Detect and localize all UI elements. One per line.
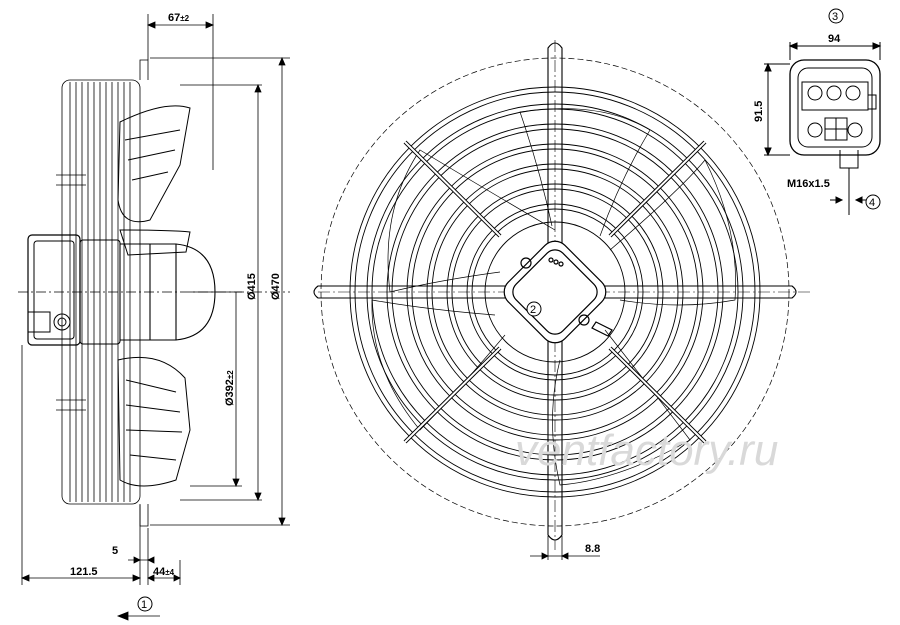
motor-terminal-box-side bbox=[27, 234, 81, 346]
callout-4: 4 bbox=[869, 197, 875, 209]
guard-spokes bbox=[313, 42, 797, 541]
dim-8-8-label: 8.8 bbox=[585, 543, 600, 555]
dim-44-label: 44±4 bbox=[153, 566, 175, 578]
callout-3: 3 bbox=[832, 11, 838, 23]
side-dimension-lines bbox=[20, 14, 290, 621]
dim-470-label: Ø470 bbox=[270, 273, 282, 300]
dim-121-5-label: 121.5 bbox=[70, 566, 98, 578]
dim-91-5-label: 91.5 bbox=[753, 101, 765, 122]
cable-gland-label: M16x1.5 bbox=[787, 178, 830, 190]
callout-2: 2 bbox=[530, 304, 536, 316]
guard-side-profile bbox=[56, 59, 149, 527]
dim-5-label: 5 bbox=[112, 545, 118, 557]
front-view bbox=[313, 40, 812, 560]
blade-profiles-side bbox=[117, 105, 191, 487]
dim-8-8-lines bbox=[530, 536, 600, 560]
dim-415-label: Ø415 bbox=[246, 273, 258, 300]
callout-1: 1 bbox=[141, 599, 147, 611]
side-view bbox=[18, 59, 290, 527]
callout-circles bbox=[137, 8, 881, 612]
dim-392-label: Ø392±2 bbox=[224, 370, 236, 406]
watermark: ventfactory.ru bbox=[515, 426, 778, 475]
terminal-box-detail bbox=[764, 42, 882, 215]
dim-94-label: 94 bbox=[828, 33, 841, 45]
hub-terminal-box bbox=[503, 240, 613, 344]
dim-67-label: 67±2 bbox=[168, 12, 190, 24]
